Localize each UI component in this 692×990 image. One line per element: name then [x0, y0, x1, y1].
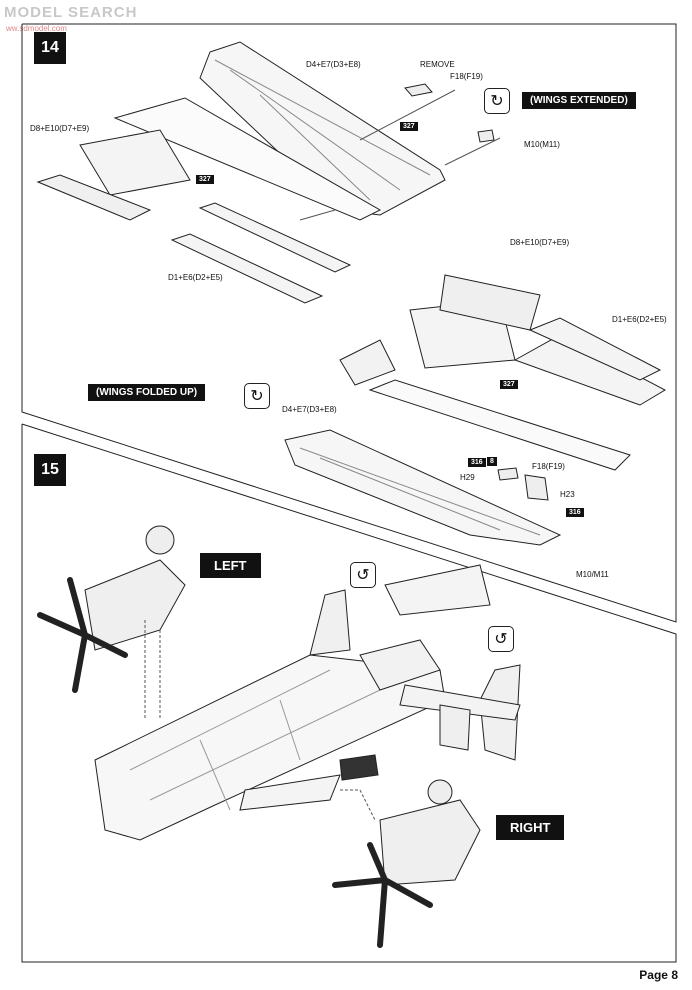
rotate-icon: ↻: [244, 383, 270, 409]
folded-hinge-part: [339, 339, 396, 386]
remove-part: [404, 83, 433, 97]
right-wheel: [427, 779, 453, 805]
f18-bottom-part: [497, 467, 519, 481]
part-label: H23: [560, 490, 575, 499]
stabilizer-fin: [439, 704, 471, 751]
page-number: Page 8: [639, 968, 678, 982]
part-label: M10/M11: [576, 570, 609, 579]
step-14-number: 14: [34, 32, 66, 64]
left-nacelle: [84, 559, 186, 651]
part-label: D1+E6(D2+E5): [168, 273, 223, 282]
paint-tag: 327: [196, 175, 214, 184]
part-label: D8+E10(D7+E9): [30, 124, 90, 133]
paint-tag: 8: [487, 457, 497, 466]
h23-part: [524, 474, 549, 501]
step-15-number: 15: [34, 454, 66, 486]
part-label: REMOVE: [420, 60, 455, 69]
flap-frame-left: [79, 129, 191, 196]
wing-spar: [113, 97, 382, 221]
part-label: F18(F19): [532, 462, 565, 471]
paint-tag: 316: [566, 508, 584, 517]
part-label: D8+E10(D7+E9): [510, 238, 570, 247]
rotate-icon: ↻: [484, 88, 510, 114]
left-label: LEFT: [200, 553, 261, 578]
vertical-tail-left: [309, 589, 351, 656]
folded-rib-lower: [528, 317, 662, 381]
watermark-sub: ww.sdmodel.com: [6, 24, 67, 33]
right-nacelle: [379, 799, 481, 886]
wing-root-cover: [384, 564, 491, 616]
step14-panel-border: [21, 23, 677, 623]
rotate-icon: ↺: [350, 562, 376, 588]
wing-folded-panel: [284, 429, 562, 546]
grid-panel: [339, 754, 379, 781]
right-label: RIGHT: [496, 815, 565, 840]
horizontal-stabilizer: [399, 684, 521, 721]
rib-strip-lower: [170, 233, 324, 304]
folded-spar: [368, 379, 631, 471]
flap-plate-left: [36, 174, 152, 221]
part-label: D4+E7(D3+E8): [306, 60, 361, 69]
wings-folded-label: (WINGS FOLDED UP): [88, 384, 206, 401]
folded-rib-upper: [513, 334, 667, 406]
left-wheel: [145, 525, 175, 555]
paint-tag: 316: [468, 458, 486, 467]
lower-wing-stub: [239, 774, 341, 811]
step15-panel-border: [21, 423, 677, 963]
rotate-icon: ↺: [488, 626, 514, 652]
paint-tag: 327: [500, 380, 518, 389]
part-label: D1+E6(D2+E5): [612, 315, 667, 324]
part-label: D4+E7(D3+E8): [282, 405, 337, 414]
part-label: F18(F19): [450, 72, 483, 81]
wings-extended-label: (WINGS EXTENDED): [522, 92, 636, 109]
part-label: H29: [460, 473, 475, 482]
m10-part: [477, 129, 495, 143]
watermark-text: MODEL SEARCH: [4, 4, 138, 21]
right-propeller: [332, 842, 433, 948]
rib-strip-upper: [198, 202, 352, 273]
paint-tag: 327: [400, 122, 418, 131]
part-label: M10(M11): [524, 140, 560, 149]
wing-root: [359, 639, 441, 691]
left-propeller: [37, 577, 128, 693]
